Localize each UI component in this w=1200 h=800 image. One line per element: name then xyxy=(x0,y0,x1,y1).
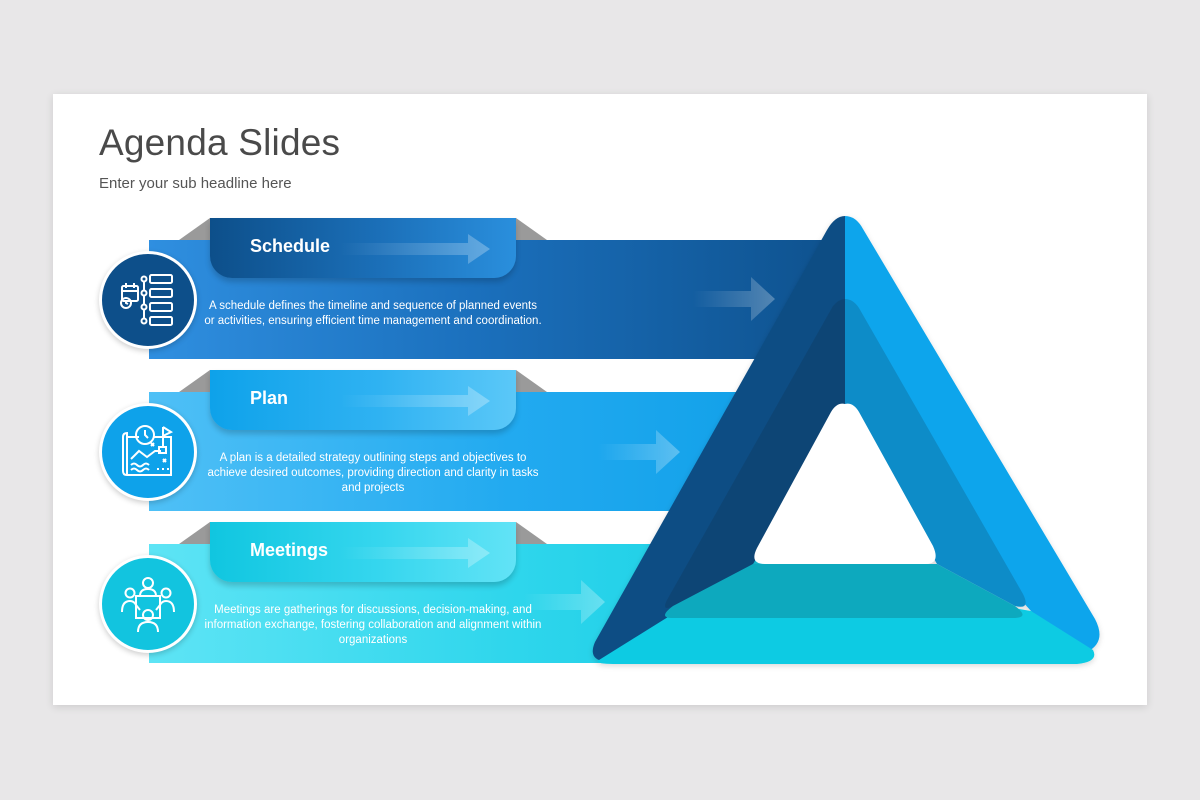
fold-right xyxy=(516,522,547,544)
tab-plan[interactable]: Plan xyxy=(210,370,516,430)
tab-label: Meetings xyxy=(250,540,329,560)
tab-meetings[interactable]: Meetings xyxy=(210,522,516,582)
tab-schedule[interactable]: Schedule xyxy=(210,218,516,278)
fold-left xyxy=(179,218,210,240)
fold-right xyxy=(516,370,547,392)
meeting-group-icon xyxy=(121,577,175,633)
plan-map-icon xyxy=(122,425,174,477)
description-schedule: A schedule defines the timeline and sequ… xyxy=(204,300,542,327)
page-title: Agenda Slides xyxy=(99,122,341,163)
description-meetings: Meetings are gatherings for discussions,… xyxy=(204,604,542,646)
schedule-calendar-icon-circle xyxy=(99,251,197,349)
plan-map-icon-circle xyxy=(99,403,197,501)
tab-label: Plan xyxy=(250,388,289,408)
arrow-right-icon xyxy=(340,538,490,568)
description-plan: A plan is a detailed strategy outlining … xyxy=(207,452,539,494)
arrow-right-icon xyxy=(340,234,490,264)
schedule-calendar-icon xyxy=(120,274,173,326)
slide: Agenda Slides Enter your sub headline he… xyxy=(53,94,1147,705)
fold-right xyxy=(516,218,547,240)
arrow-right-icon xyxy=(693,277,775,321)
fold-left xyxy=(179,370,210,392)
arrow-right-icon xyxy=(523,580,605,624)
arrow-right-icon xyxy=(598,430,680,474)
arrow-right-icon xyxy=(340,386,490,416)
tab-label: Schedule xyxy=(250,236,331,256)
page-subtitle: Enter your sub headline here xyxy=(99,175,292,192)
meeting-group-icon-circle xyxy=(99,555,197,653)
fold-left xyxy=(179,522,210,544)
